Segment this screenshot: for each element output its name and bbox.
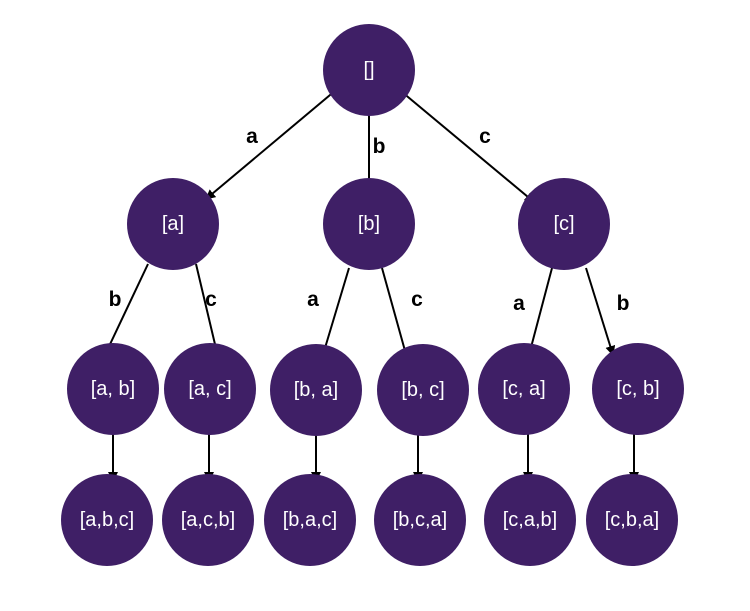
- edge-root-a: [205, 89, 337, 200]
- node-circle: [478, 343, 570, 435]
- edge-c-cb: [585, 267, 616, 356]
- node-circle: [518, 178, 610, 270]
- edge-label-a-ac: c: [205, 288, 217, 311]
- tree-node: [a,c,b]: [162, 474, 254, 566]
- node-label: [a]: [162, 213, 184, 235]
- tree-node: [b, c]: [377, 344, 469, 436]
- edge-label-root-a: a: [246, 125, 258, 148]
- edge-label-c-ca: a: [513, 292, 525, 315]
- node-circle: [323, 178, 415, 270]
- node-circle: [164, 343, 256, 435]
- tree-node: [a, b]: [67, 343, 159, 435]
- node-label: [b, a]: [294, 379, 338, 401]
- edge-label-c-cb: b: [617, 292, 630, 315]
- node-circle: [264, 474, 356, 566]
- node-circle: [592, 343, 684, 435]
- node-label: [a,c,b]: [181, 509, 235, 531]
- tree-node: [c, a]: [478, 343, 570, 435]
- tree-node: [c]: [518, 178, 610, 270]
- node-label: [c,a,b]: [503, 509, 557, 531]
- tree-node: [b]: [323, 178, 415, 270]
- node-circle: [586, 474, 678, 566]
- node-circle: [374, 474, 466, 566]
- tree-node: [b, a]: [270, 344, 362, 436]
- tree-node: [a]: [127, 178, 219, 270]
- tree-node: [b,a,c]: [264, 474, 356, 566]
- node-circle: [323, 24, 415, 116]
- edge-b-ba: [319, 267, 350, 359]
- edge-label-b-ba: a: [307, 288, 319, 311]
- node-circle: [127, 178, 219, 270]
- tree-node: [a,b,c]: [61, 474, 153, 566]
- tree-node: [b,c,a]: [374, 474, 466, 566]
- nodes-layer: [] [a] [b] [c] [a, b] [a, c] [b, a] [: [61, 24, 684, 566]
- edge-label-root-b: b: [373, 135, 386, 158]
- edge-a-ac: [195, 263, 221, 358]
- tree-node: [c, b]: [592, 343, 684, 435]
- tree-node: []: [323, 24, 415, 116]
- tree-node: [c,a,b]: [484, 474, 576, 566]
- edge-label-a-ab: b: [109, 288, 122, 311]
- node-circle: [377, 344, 469, 436]
- node-label: [c, b]: [616, 378, 659, 400]
- node-label: [a, b]: [91, 378, 135, 400]
- node-label: [a,b,c]: [80, 509, 134, 531]
- tree-node: [a, c]: [164, 343, 256, 435]
- edge-label-b-bc: c: [411, 288, 423, 311]
- node-label: [a, c]: [188, 378, 231, 400]
- node-label: [c, a]: [502, 378, 545, 400]
- edge-a-ab: [103, 263, 149, 358]
- node-circle: [67, 343, 159, 435]
- node-circle: [61, 474, 153, 566]
- node-circle: [484, 474, 576, 566]
- node-label: [b]: [358, 213, 380, 235]
- tree-node: [c,b,a]: [586, 474, 678, 566]
- node-label: [b, c]: [401, 379, 444, 401]
- edge-labels-layer: a b c b c a c a b: [109, 125, 630, 315]
- node-circle: [162, 474, 254, 566]
- edge-b-bc: [381, 267, 410, 359]
- node-label: [c]: [553, 213, 574, 235]
- edge-label-root-c: c: [479, 125, 491, 148]
- edge-root-c: [401, 91, 535, 203]
- node-circle: [270, 344, 362, 436]
- node-label: []: [363, 59, 374, 81]
- node-label: [c,b,a]: [605, 509, 659, 531]
- node-label: [b,a,c]: [283, 509, 337, 531]
- edge-c-ca: [526, 267, 553, 356]
- node-label: [b,c,a]: [393, 509, 447, 531]
